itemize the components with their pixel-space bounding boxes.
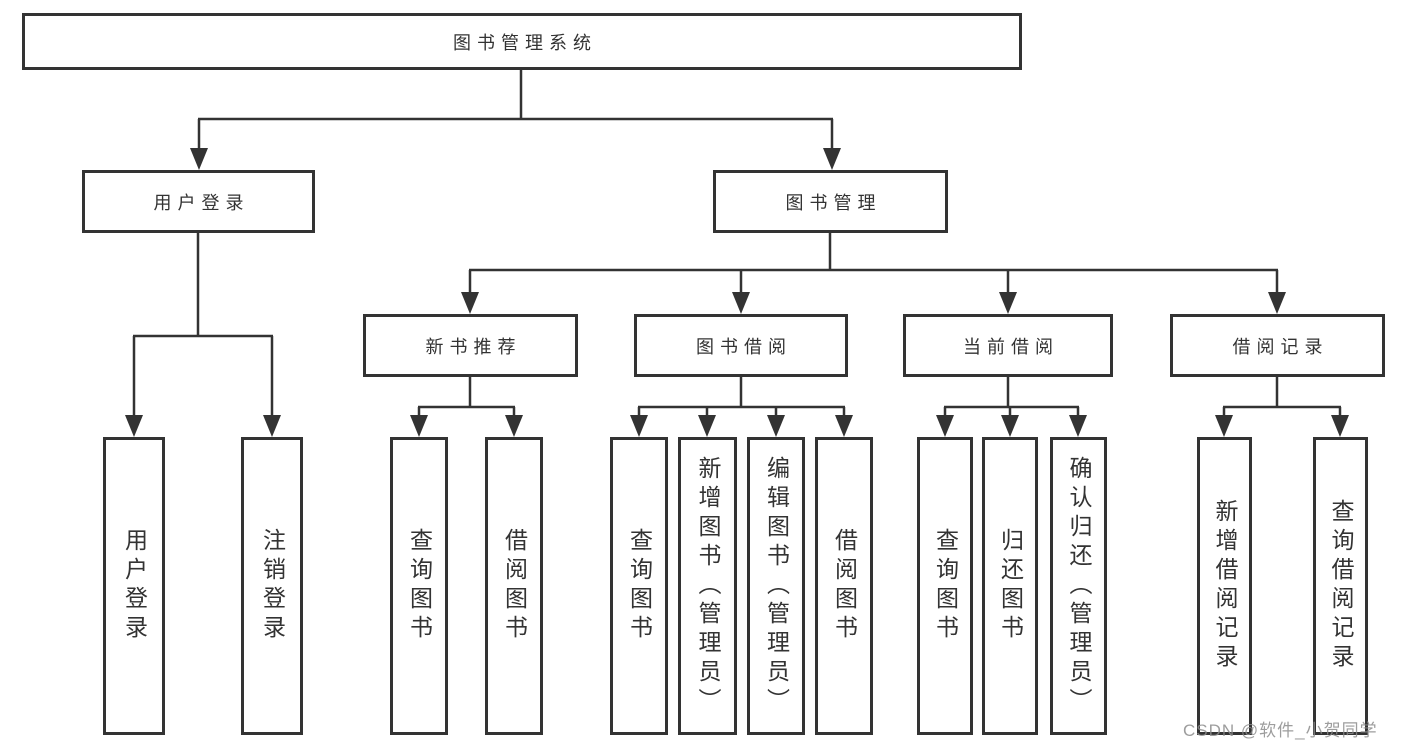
node-leaf-confirm-return-admin: 确认归还（管理员） [1050, 437, 1107, 735]
node-book-borrowing: 图书借阅 [634, 314, 848, 377]
node-leaf-logout: 注销登录 [241, 437, 303, 735]
node-leaf-add-book-admin: 新增图书（管理员） [678, 437, 737, 735]
node-leaf-query-books-borrow: 查询图书 [610, 437, 668, 735]
node-user-login: 用户登录 [82, 170, 315, 233]
node-leaf-query-books-recommend: 查询图书 [390, 437, 448, 735]
node-leaf-query-books-current: 查询图书 [917, 437, 973, 735]
node-leaf-query-borrow-record: 查询借阅记录 [1313, 437, 1368, 735]
node-leaf-add-borrow-record: 新增借阅记录 [1197, 437, 1252, 735]
node-leaf-borrow-books-recommend: 借阅图书 [485, 437, 543, 735]
node-borrow-records: 借阅记录 [1170, 314, 1385, 377]
node-book-management: 图书管理 [713, 170, 948, 233]
node-leaf-edit-book-admin: 编辑图书（管理员） [747, 437, 805, 735]
node-current-borrowing: 当前借阅 [903, 314, 1113, 377]
node-leaf-user-login: 用户登录 [103, 437, 165, 735]
node-root-system: 图书管理系统 [22, 13, 1022, 70]
node-leaf-borrow-books: 借阅图书 [815, 437, 873, 735]
csdn-watermark: CSDN @软件_小贺同学 [1183, 721, 1378, 740]
node-new-book-recommend: 新书推荐 [363, 314, 578, 377]
node-leaf-return-books: 归还图书 [982, 437, 1038, 735]
